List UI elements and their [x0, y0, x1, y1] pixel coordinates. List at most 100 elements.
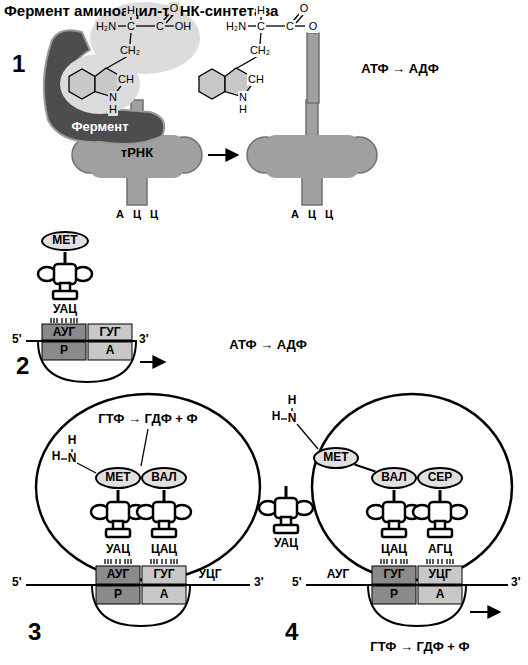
base-pairing	[130, 559, 131, 564]
sequence-label: Р	[114, 588, 122, 602]
trna-small	[259, 486, 467, 537]
sequence-label: АУГ	[107, 568, 129, 582]
ribosome	[281, 394, 512, 626]
ribosome	[142, 566, 186, 584]
atom-label: H	[238, 103, 248, 116]
ribosome	[418, 566, 462, 584]
atom-label: O	[169, 2, 180, 15]
peptide-bond	[355, 464, 376, 471]
atom-label: C	[155, 20, 165, 33]
small-subunit	[26, 340, 136, 342]
sequence-label: АУГ	[53, 326, 75, 340]
atom-label: CH₂	[119, 44, 141, 57]
base-pairing	[50, 318, 51, 323]
ribosome	[312, 394, 512, 580]
small-subunit	[88, 342, 132, 360]
atom-label: H	[256, 4, 266, 17]
base-pairing	[449, 559, 450, 564]
node-text: Фермент	[71, 120, 128, 135]
atom-label: C	[126, 20, 136, 33]
atom-label: CH₂	[249, 44, 271, 57]
node-text: ВАЛ	[151, 471, 176, 485]
sequence-label: 3'	[254, 576, 264, 590]
sequence-label: N	[288, 412, 297, 426]
reaction-text: ГТФ → ГДФ + Ф	[370, 640, 469, 655]
amino-acid-oval: МЕТ	[313, 447, 359, 469]
atom-label: C	[285, 20, 295, 33]
sequence-label: Ц	[308, 208, 316, 221]
reaction-text: АТФ → АДФ	[229, 338, 307, 353]
base-pairing	[437, 559, 438, 564]
sequence-label: УАЦ	[274, 537, 298, 551]
base-pairing	[51, 318, 453, 564]
sequence-label: 3'	[511, 576, 521, 590]
node-text: СЕР	[428, 471, 453, 485]
reaction-text: ГТФ → ГДФ + Ф	[98, 412, 197, 427]
node-text: МЕТ	[105, 471, 130, 485]
sequence-label: 5'	[12, 576, 22, 590]
sequence-label: АГЦ	[428, 543, 452, 557]
node-text: МЕТ	[52, 234, 77, 248]
sequence-label: H	[288, 394, 297, 408]
panel-number: 4	[285, 618, 298, 646]
base-pairing	[104, 559, 105, 564]
ribosome	[92, 585, 190, 626]
base-pairing	[161, 559, 162, 564]
reaction-arrow	[208, 154, 238, 156]
atom-label: N	[238, 91, 248, 104]
base-pairing	[429, 559, 430, 564]
node-text: МЕТ	[323, 451, 348, 465]
base-pairing	[391, 559, 392, 564]
base-pairing	[170, 559, 171, 564]
base-pairing	[107, 559, 108, 564]
ribosome	[297, 424, 318, 449]
amino-acid-oval: МЕТ	[95, 467, 141, 489]
trna-small	[137, 490, 191, 537]
small-subunit	[26, 324, 165, 382]
atom-label: H	[108, 103, 118, 116]
ribosome	[96, 566, 140, 584]
amino-acid-bonds	[136, 25, 155, 26]
base-pairing	[173, 559, 174, 564]
atom-label: CH	[117, 73, 135, 86]
sequence-label: Ц	[150, 208, 158, 221]
trna-small	[38, 252, 92, 299]
ribosome	[372, 586, 416, 604]
sequence-label: Ц	[133, 208, 141, 221]
base-pairing	[441, 559, 442, 564]
amino-acid-bonds	[130, 32, 131, 44]
ribosome	[470, 611, 500, 613]
base-pairing	[53, 318, 54, 323]
base-pairing	[61, 318, 62, 323]
sequence-label: А	[106, 344, 115, 358]
base-pairing	[119, 559, 120, 564]
ribosome	[291, 408, 292, 411]
small-subunit	[42, 342, 86, 360]
node-text: тРНК	[121, 146, 153, 161]
ribosome	[418, 586, 462, 604]
base-pairing	[176, 559, 177, 564]
small-subunit	[88, 324, 132, 340]
ribosome	[61, 458, 67, 459]
amino-acid-bonds	[107, 56, 128, 68]
ribosome	[281, 418, 287, 419]
base-pairing	[153, 559, 154, 564]
sequence-label: N	[68, 452, 77, 466]
base-pairing	[150, 559, 151, 564]
sequence-label: А	[436, 588, 445, 602]
base-pairing	[432, 559, 433, 564]
base-pairing	[124, 559, 125, 564]
sequence-label: H	[272, 410, 281, 424]
molecule-label-box: тРНК	[117, 144, 158, 163]
ribosome	[77, 463, 96, 473]
atom-label: N	[108, 91, 118, 104]
base-pairing	[115, 559, 116, 564]
base-pairing	[380, 559, 381, 564]
ribosome	[36, 394, 260, 580]
sequence-label: ЦАЦ	[381, 543, 407, 557]
trna-small	[413, 490, 467, 537]
base-pairing	[400, 559, 401, 564]
small-subunit	[38, 341, 136, 382]
amino-acid-bonds	[118, 25, 126, 26]
